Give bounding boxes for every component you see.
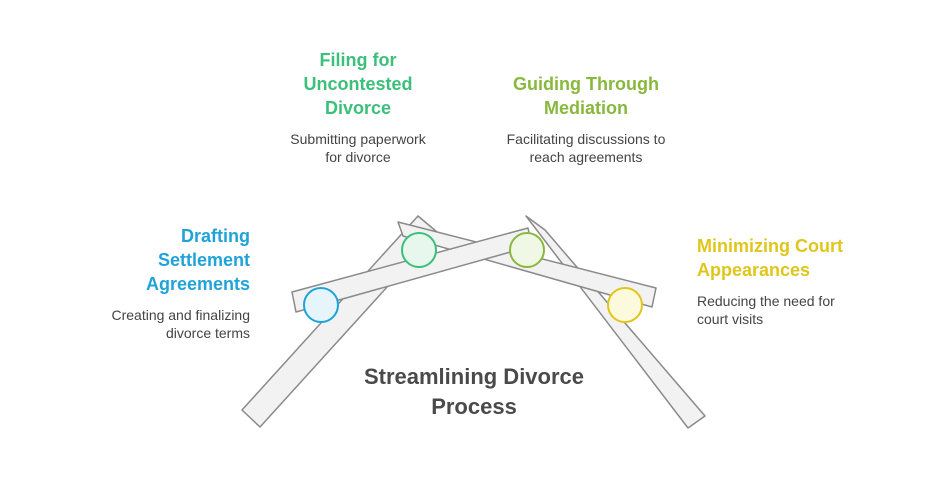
marker-drafting [303, 287, 339, 323]
step-mediation-title: Guiding Through Mediation [513, 74, 659, 118]
step-court: Minimizing Court Appearances Reducing th… [697, 234, 897, 328]
markers-group [303, 232, 643, 323]
step-court-title: Minimizing Court Appearances [697, 236, 843, 280]
step-filing: Filing for Uncontested Divorce Submittin… [278, 48, 438, 166]
step-filing-title: Filing for Uncontested Divorce [303, 50, 413, 118]
step-drafting: Drafting Settlement Agreements Creating … [60, 224, 250, 342]
diagram-title: Streamlining Divorce Process [363, 364, 585, 419]
marker-filing [401, 232, 437, 268]
step-drafting-description: Creating and finalizing divorce terms [111, 307, 250, 341]
marker-court [607, 287, 643, 323]
step-mediation-description: Facilitating discussions to reach agreem… [506, 131, 666, 165]
step-court-description: Reducing the need for court visits [697, 293, 835, 327]
step-mediation: Guiding Through Mediation Facilitating d… [496, 72, 676, 166]
step-filing-description: Submitting paperwork for divorce [290, 131, 426, 165]
step-drafting-title: Drafting Settlement Agreements [145, 226, 250, 294]
marker-mediation [509, 232, 545, 268]
